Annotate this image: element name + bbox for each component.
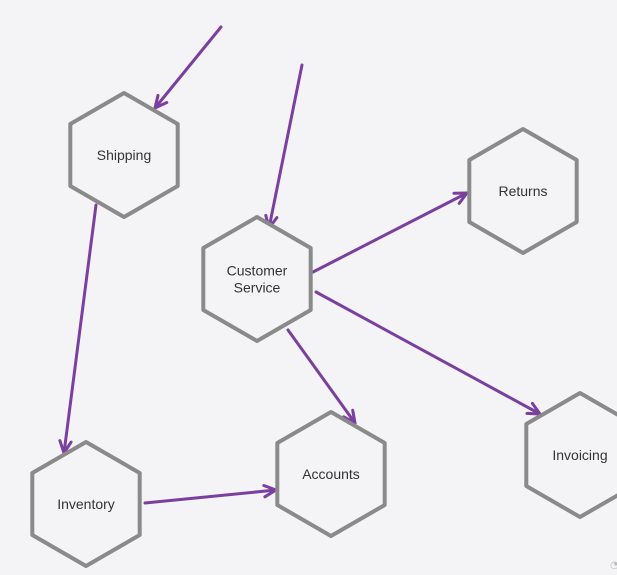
edge-external-to-shipping-line: [153, 25, 223, 110]
edge-customer-service-to-accounts: [286, 328, 357, 425]
node-inventory-hexagon: [30, 440, 142, 568]
edge-customer-service-to-returns: [311, 191, 469, 274]
corner-mark-icon: ◔: [610, 560, 617, 571]
node-shipping-label: Shipping: [97, 147, 152, 163]
node-invoicing: Invoicing: [524, 391, 617, 519]
edge-inventory-to-accounts: [143, 484, 278, 505]
node-returns: Returns: [467, 127, 579, 255]
edge-shipping-to-inventory: [58, 203, 98, 455]
node-returns-hexagon: [467, 127, 579, 255]
node-inventory-label: Inventory: [57, 496, 115, 512]
node-returns-label: Returns: [498, 183, 547, 199]
edges-layer: [58, 25, 542, 505]
node-customer-service-label: Service: [234, 280, 281, 296]
node-customer-service-label: Customer: [227, 263, 288, 279]
node-invoicing-hexagon: [524, 391, 617, 519]
node-invoicing-label: Invoicing: [552, 447, 607, 463]
edge-customer-service-to-accounts-line: [286, 328, 357, 425]
node-customer-service-hexagon: [201, 215, 313, 343]
node-shipping: Shipping: [68, 91, 180, 219]
edge-external-to-customer-service: [264, 63, 304, 230]
edge-customer-service-to-invoicing-line: [314, 290, 542, 416]
node-accounts-hexagon: [275, 410, 387, 538]
edge-external-to-shipping: [153, 25, 223, 110]
node-accounts: Accounts: [275, 410, 387, 538]
node-shipping-hexagon: [68, 91, 180, 219]
edge-shipping-to-inventory-line: [62, 203, 98, 455]
edge-inventory-to-accounts-line: [143, 488, 278, 505]
node-inventory: Inventory: [30, 440, 142, 568]
node-accounts-label: Accounts: [302, 466, 360, 482]
edge-customer-service-to-returns-line: [311, 191, 469, 274]
edge-external-to-customer-service-line: [267, 63, 304, 230]
edge-external-to-shipping-arrowhead-icon: [153, 93, 169, 110]
edge-customer-service-to-invoicing: [314, 290, 542, 416]
edge-customer-service-to-accounts-arrowhead-icon: [342, 408, 357, 425]
edge-customer-service-to-returns-arrowhead-icon: [452, 191, 469, 205]
